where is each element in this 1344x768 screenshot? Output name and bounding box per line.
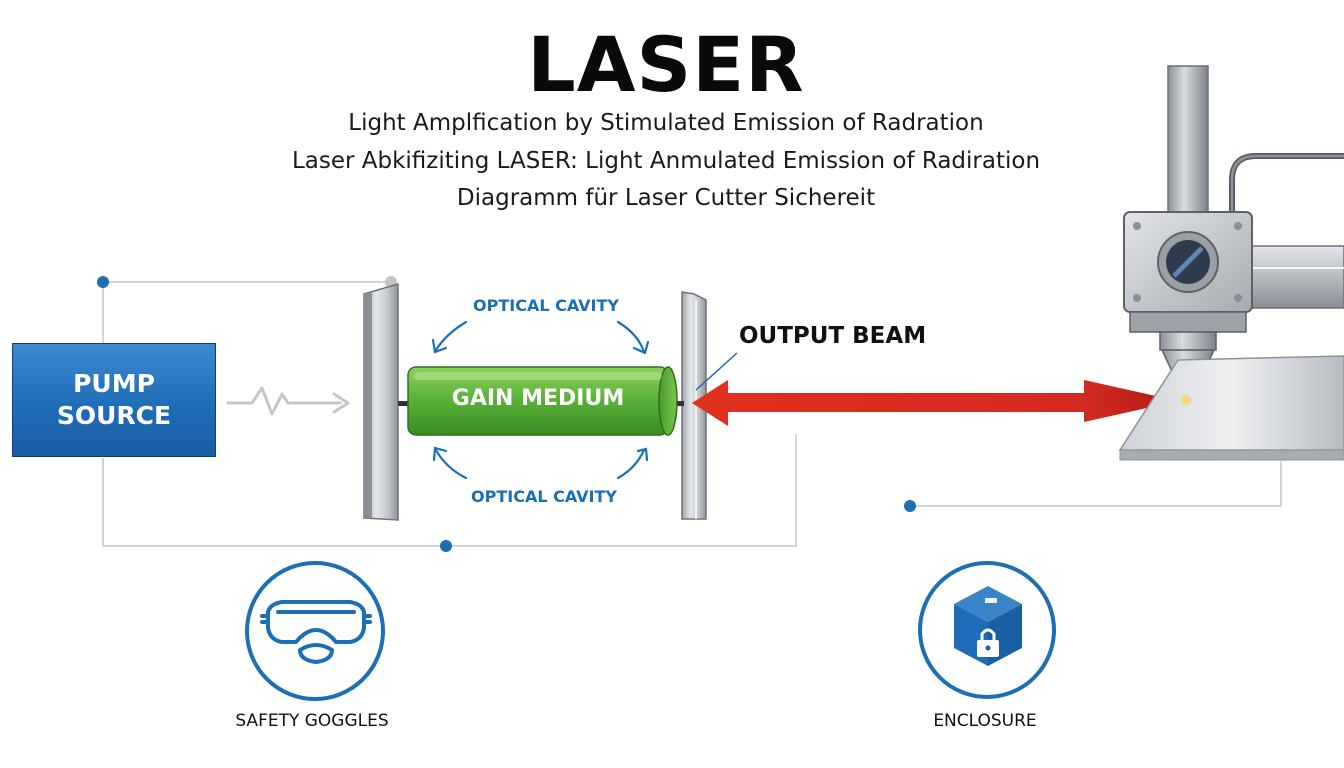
optical-cavity-label-top: OPTICAL CAVITY [473,296,619,315]
enclosure-icon-frame [918,561,1056,699]
output-pointer [695,352,738,391]
output-beam-label: OUTPUT BEAM [739,323,927,349]
goggles-icon-frame [245,561,385,701]
page-title: LASER [527,20,805,109]
pump-source-box: PUMP SOURCE [12,343,216,457]
safety-goggles-label: SAFETY GOGGLES [235,711,389,731]
connector-dot-blue-2 [440,540,452,552]
enclosure-label: ENCLOSURE [933,711,1037,731]
subtitle-line-1: Light Amplfication by Stimulated Emissio… [348,110,984,136]
gain-medium-rod [407,366,678,436]
rear-mirror [363,282,399,521]
pump-source-label: PUMP SOURCE [56,369,172,430]
connector-dot-blue-3 [904,500,916,512]
cavity-arrows [431,320,650,480]
pump-signal-icon [226,386,350,416]
optical-cavity-label-bottom: OPTICAL CAVITY [471,487,617,506]
subtitle-line-3: Diagramm für Laser Cutter Sichereit [456,185,876,211]
connector-dot-blue-1 [97,276,109,288]
subtitle-line-2: Laser Abkifiziting LASER: Light Anmulate… [291,148,1041,174]
gain-medium-label: GAIN MEDIUM [451,386,625,411]
laser-cutter-head-icon [1118,65,1344,461]
output-beam-arrow [692,380,1178,426]
